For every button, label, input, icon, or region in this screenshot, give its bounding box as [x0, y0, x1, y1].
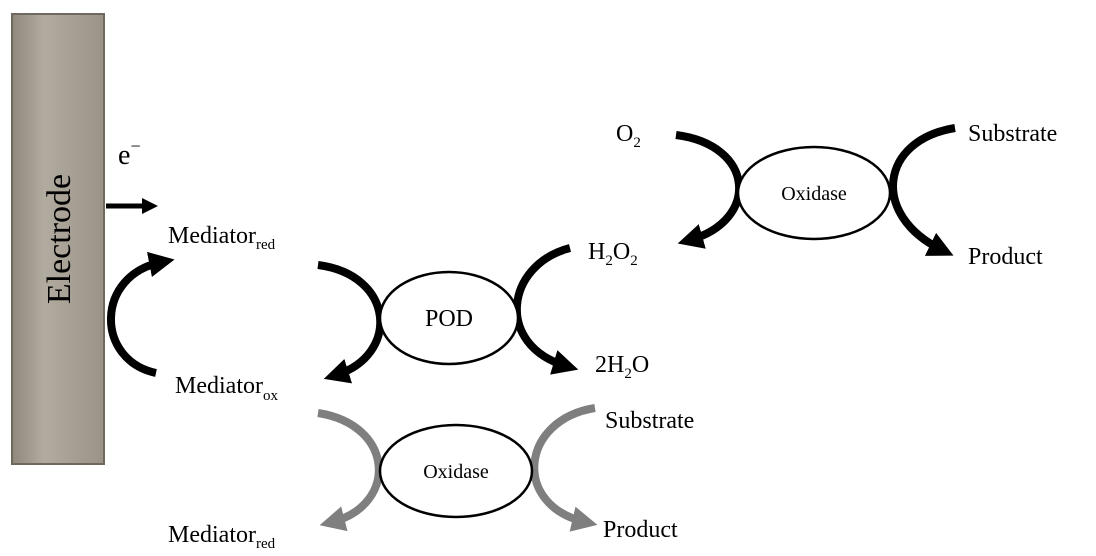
- o2-label: O2: [616, 121, 641, 151]
- bottom-oxidase-mediator-arrow: [317, 409, 383, 532]
- top-oxidase-label: Oxidase: [781, 183, 847, 205]
- pod-group: Mediatorred Mediatorox POD H2O2 2H2O: [168, 223, 649, 404]
- bottom-oxidase-label: Oxidase: [423, 461, 489, 483]
- top-oxidase-o2-arrow: [675, 131, 743, 249]
- electrode-bar: [11, 13, 105, 465]
- bottom-oxidase-substrate-arrow: [530, 404, 598, 532]
- bottom-oxidase-ellipse: [378, 423, 534, 519]
- mediator-ox-label: Mediatorox: [175, 373, 278, 404]
- electrode-label: Electrode: [41, 174, 78, 304]
- top-oxidase-group: O2 Oxidase Substrate Product: [616, 121, 1057, 270]
- bottom-product-label: Product: [603, 517, 678, 543]
- h2o2-label: H2O2: [588, 239, 638, 269]
- bottom-oxidase-group: Oxidase Substrate Product Mediatorred: [168, 404, 694, 552]
- pod-mediator-arrow: [317, 261, 385, 384]
- pod-h2o2-arrow: [512, 244, 579, 375]
- pod-enzyme-label: POD: [425, 306, 473, 332]
- water-label: 2H2O: [595, 352, 649, 382]
- top-substrate-label: Substrate: [968, 121, 1057, 147]
- mediator-cycle-arrow: [107, 251, 175, 377]
- top-oxidase-substrate-arrow: [889, 124, 956, 256]
- top-oxidase-ellipse: [736, 145, 892, 241]
- top-product-label: Product: [968, 244, 1043, 270]
- electron-label: e−: [118, 136, 141, 171]
- bottom-mediator-red-label: Mediatorred: [168, 522, 276, 552]
- electrode: Electrode: [11, 13, 105, 465]
- mediator-red-label: Mediatorred: [168, 223, 276, 253]
- bottom-substrate-label: Substrate: [605, 408, 694, 434]
- pod-enzyme-ellipse: [378, 270, 520, 366]
